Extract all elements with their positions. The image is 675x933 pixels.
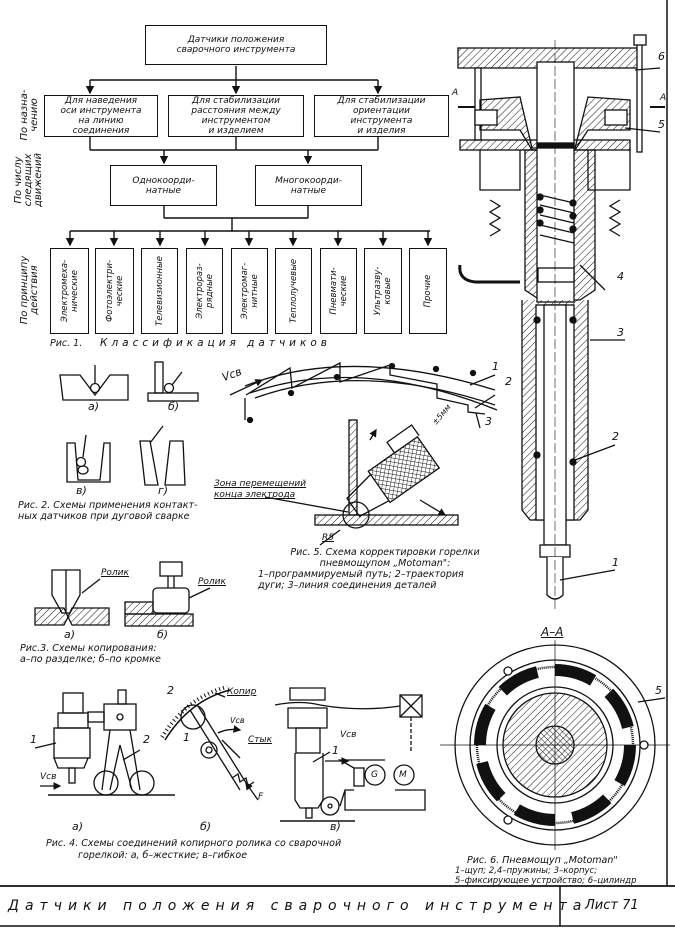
fig4c-speed-label: Vсв [340, 730, 357, 740]
fig1-root-line2: сварочного инструмента [176, 45, 296, 55]
fig4-caption-line1: Рис. 4. Схемы соединений копирного ролик… [46, 838, 342, 849]
fig4a-speed-label: Vсв [40, 772, 57, 782]
fig1-caption-number: Рис. 1. [50, 338, 83, 349]
fig6-section-title: А–А [541, 625, 564, 639]
fig6-caption-line2: 1–щуп; 2,4–пружины; 3–корпус; [455, 866, 598, 876]
fig6-callout-3: 3 [617, 326, 624, 339]
fig6-probe-section [457, 34, 665, 610]
fig5-caption-line1: Рис. 5. Схема корректировки горелки [290, 547, 480, 558]
fig3-label-a: а) [64, 628, 76, 641]
fig4b-callout-1: 1 [183, 731, 190, 744]
fig3-label-b: б) [157, 628, 169, 641]
fig6-section-mark-right: А [660, 93, 667, 103]
principle-box-pneumatic: Пневмати-ческие [320, 248, 357, 334]
fig1-caption: Классификация датчиков [100, 337, 331, 349]
fig6-callout-1: 1 [612, 556, 619, 569]
fig2-label-a: а) [88, 400, 100, 413]
fig4c-callout-1: 1 [332, 744, 339, 757]
principle-box-television: Телевизионные [141, 248, 178, 334]
fig6-caption-line3: 5–фиксирующее устройство; 6–цилиндр [455, 876, 637, 886]
fig2-caption-line2: ных датчиков при дуговой сварке [18, 511, 190, 522]
fig6-callout-5: 5 [658, 118, 665, 131]
fig2-label-g: г) [158, 484, 169, 497]
principle-box-other: Прочие [409, 248, 447, 334]
fig4b-joint-label: Стык [248, 735, 273, 745]
coord-box-single: Однокоорди-натные [110, 165, 217, 206]
fig4b-callout-2: 2 [167, 684, 174, 697]
fig4-label-v: в) [330, 820, 341, 833]
fig2-label-b: б) [168, 400, 180, 413]
fig4-label-b: б) [200, 820, 212, 833]
sheet-number: Лист 71 [585, 898, 639, 913]
row-label-purpose: По назна-чению [19, 89, 40, 141]
fig6-section-mark-left: А [452, 88, 459, 98]
fig4b-speed-label: Vсв [230, 716, 245, 725]
fig3-roller-label-b: Ролик [198, 577, 226, 587]
fig4c-generator-label: G [371, 770, 378, 780]
fig4a-callout-2: 2 [143, 733, 150, 746]
coord-box-multi: Многокоорди-натные [255, 165, 362, 206]
fig5-callout-3: 3 [485, 415, 492, 428]
sheet-title: Датчики положения сварочного инструмента [8, 898, 588, 914]
fig4-label-a: а) [72, 820, 84, 833]
fig4-sketches [34, 685, 426, 822]
fig1-connectors [65, 66, 433, 247]
fig4b-copier-label: Копир [227, 687, 257, 697]
fig6-callout-2: 2 [612, 430, 619, 443]
fig5-sketch [229, 361, 498, 546]
principle-box-electromechanical: Электромеха-нические [50, 248, 89, 334]
fig4c-motor-label: M [399, 770, 407, 780]
fig3-caption-line1: Рис.3. Схемы копирования: [20, 643, 157, 654]
fig2-caption-line1: Рис. 2. Схемы применения контакт- [18, 500, 198, 511]
fig5-callout-2: 2 [505, 375, 512, 388]
fig5-radius-label: R5 [322, 533, 334, 543]
fig1-root-line1: Датчики положения [187, 35, 285, 45]
fig6-caption-line1: Рис. 6. Пневмощуп „Motoman" [467, 855, 618, 866]
fig2-label-v: в) [76, 484, 87, 497]
fig6-aa-section [440, 640, 670, 850]
fig4-caption-line2: горелкой: а, б–жесткие; в–гибкое [78, 850, 248, 861]
fig3-caption-line2: а–по разделке; б–по кромке [20, 654, 161, 665]
fig5-caption-line3: 1–программируемый путь; 2–траектория [258, 569, 464, 580]
fig6-section-callout-5: 5 [655, 684, 662, 697]
fig5-callout-1: 1 [492, 360, 499, 373]
fig5-caption-line2: пневмощупом „Motoman": [319, 558, 451, 569]
fig4b-force-label: F [258, 792, 264, 802]
fig5-caption-line4: дуги; 3–линия соединения деталей [258, 580, 437, 591]
fig3-sketches [34, 561, 211, 627]
fig5-zone-line1: Зона перемещений [214, 479, 307, 489]
fig6-callout-6: 6 [658, 50, 665, 63]
fig6-callout-4: 4 [617, 270, 624, 283]
fig5-zone-line2: конца электрода [214, 490, 296, 500]
fig2-sketches [59, 361, 199, 486]
principle-box-thermal: Теплолучевые [275, 248, 312, 334]
principle-box-discharge: Электрораз-рядные [186, 248, 223, 334]
fig3-roller-label-a: Ролик [101, 568, 129, 578]
principle-box-ultrasonic: Ультразву-ковые [364, 248, 402, 334]
fig4a-callout-1: 1 [30, 733, 37, 746]
principle-box-photoelectric: Фотоэлектри-ческие [95, 248, 134, 334]
principle-box-electromagnetic: Электромаг-нитные [231, 248, 268, 334]
